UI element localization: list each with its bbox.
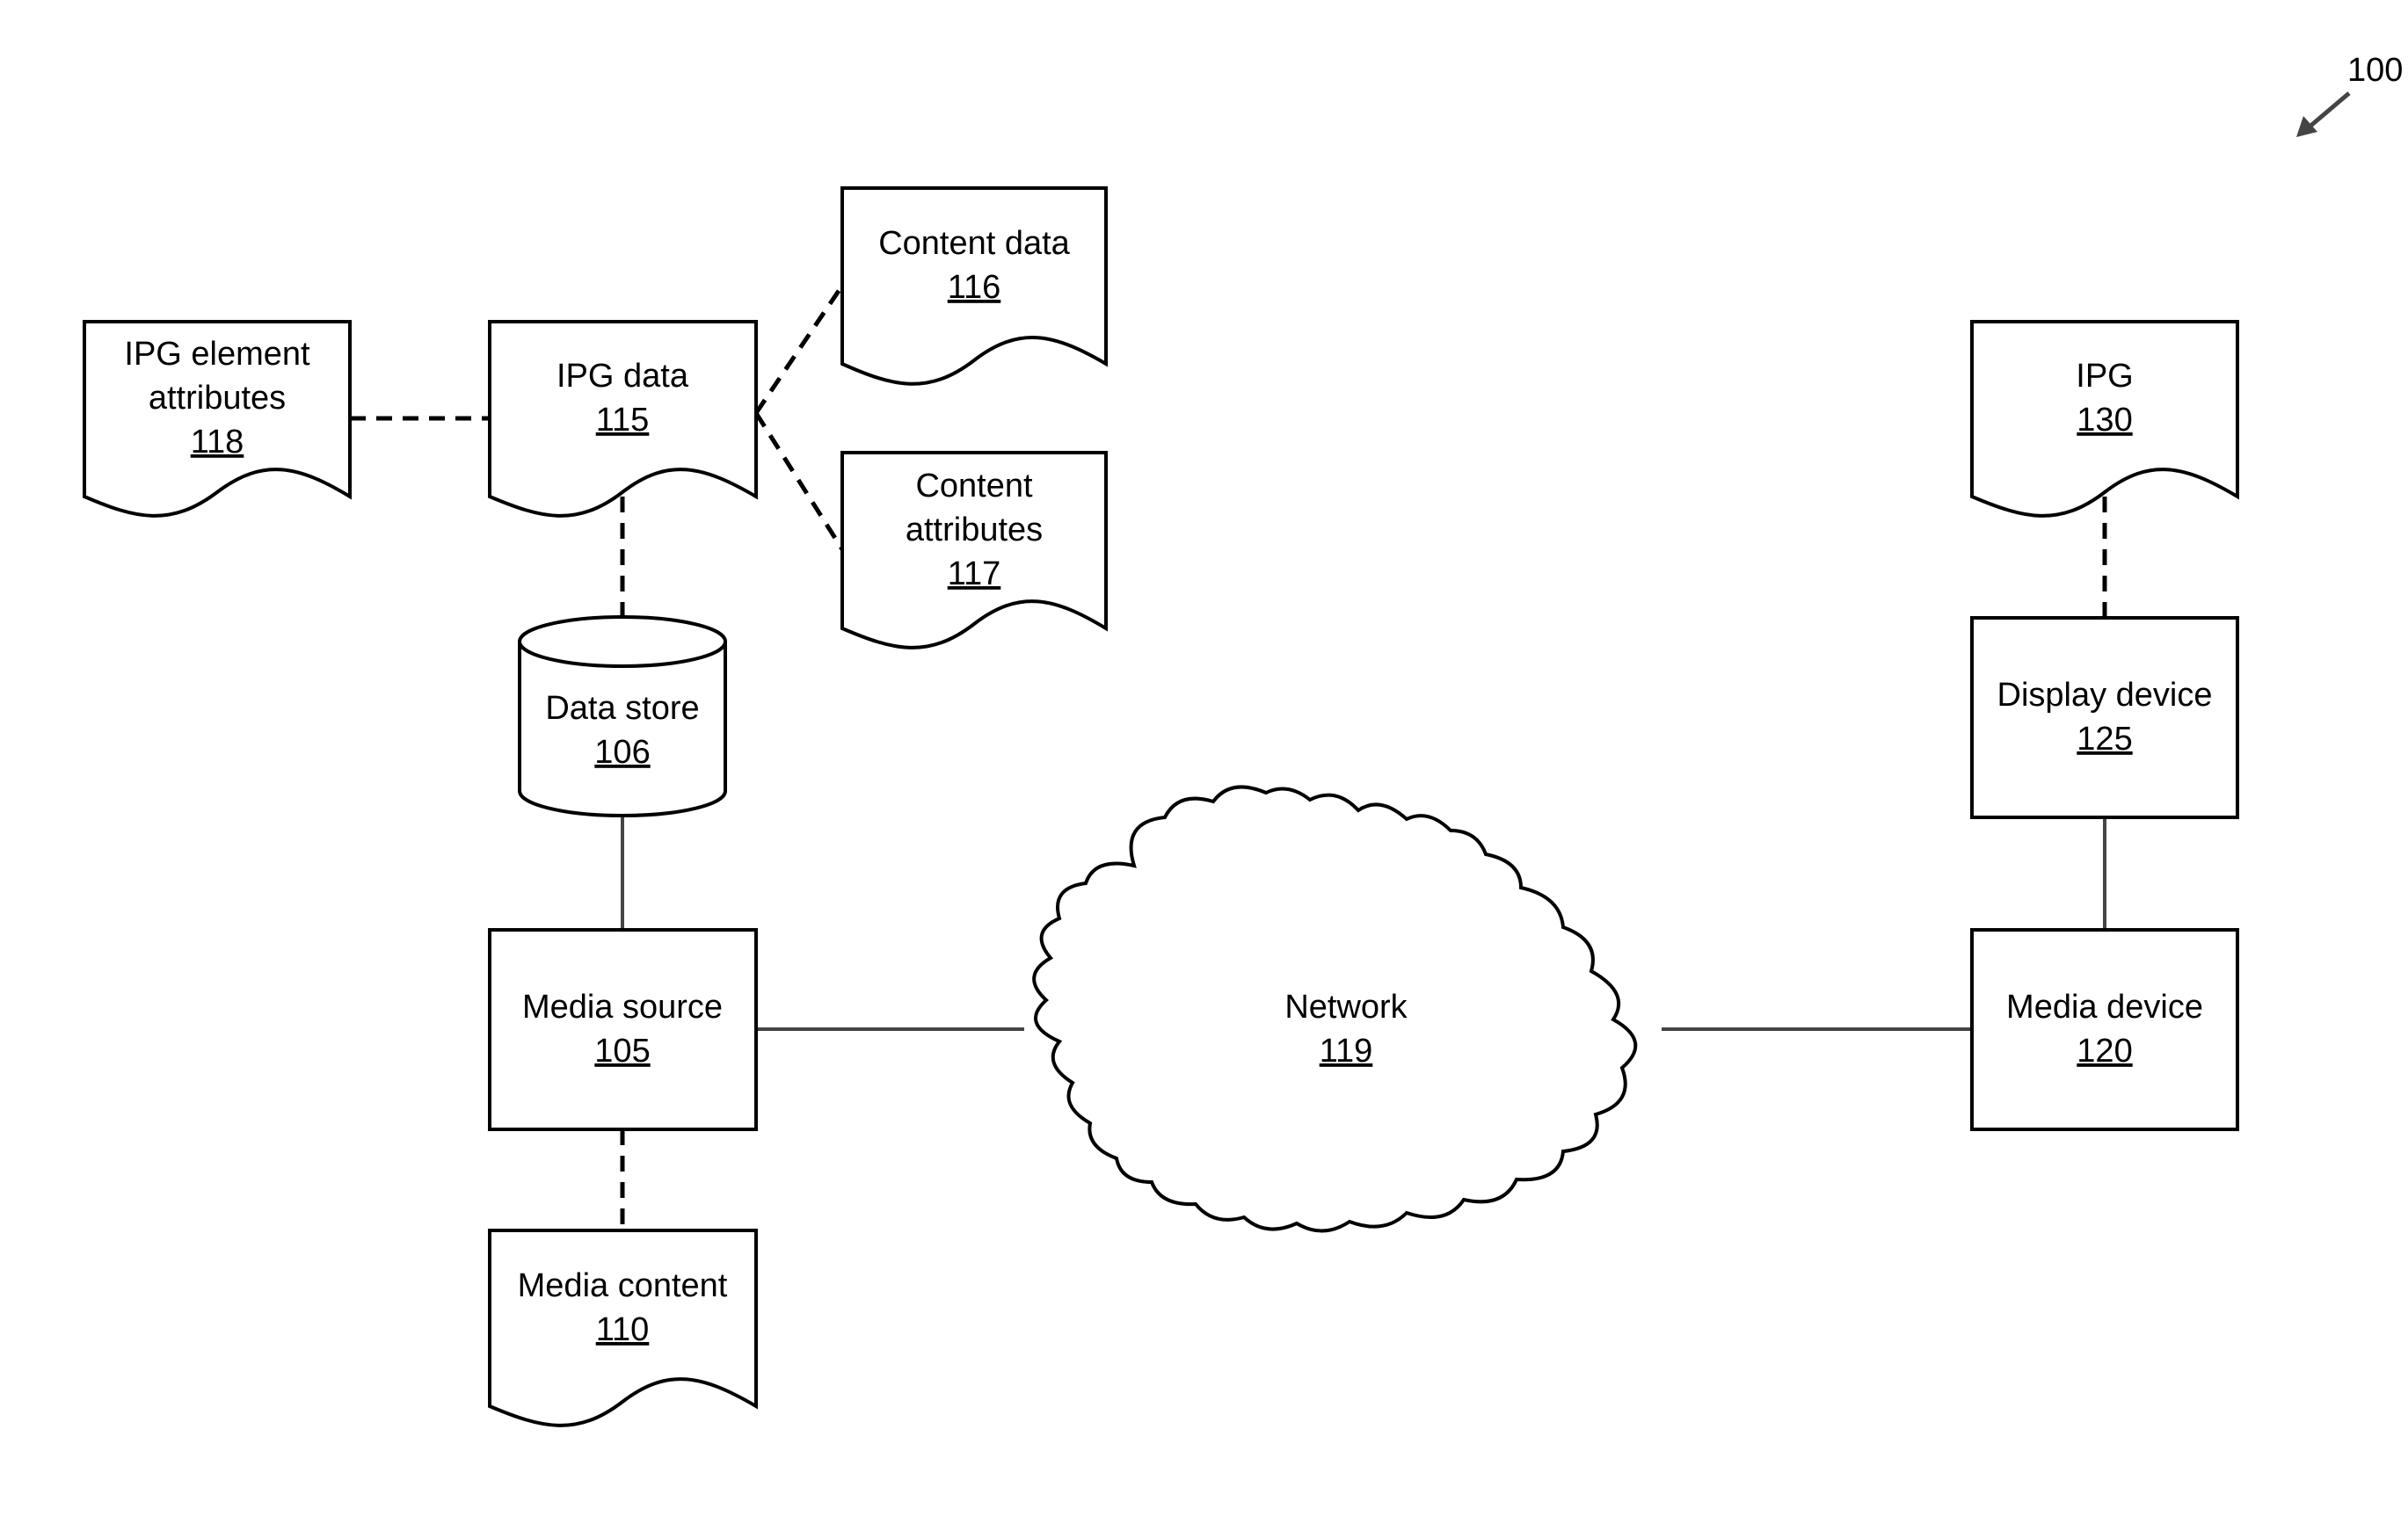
connector-115-117 bbox=[756, 413, 842, 549]
cylinder-data-store: Data store 106 bbox=[520, 617, 725, 816]
ref-num-115: 115 bbox=[596, 402, 650, 439]
ref-num-116: 116 bbox=[948, 269, 1001, 306]
ref-num-125: 125 bbox=[2077, 721, 2132, 758]
label-ipg-element-attributes-line2: attributes bbox=[149, 380, 286, 417]
figure-arrow-head bbox=[2296, 116, 2317, 137]
ref-num-120: 120 bbox=[2077, 1033, 2132, 1070]
figure-number: 100 bbox=[2347, 52, 2403, 89]
connector-115-116 bbox=[756, 286, 842, 413]
document-ipg-data: IPG data 115 bbox=[490, 322, 756, 516]
document-media-content: Media content 110 bbox=[490, 1230, 756, 1426]
document-content-attributes: Content attributes 117 bbox=[842, 453, 1106, 648]
box-display-device: Display device 125 bbox=[1972, 618, 2237, 817]
ref-num-119: 119 bbox=[1320, 1033, 1373, 1070]
document-ipg: IPG 130 bbox=[1972, 322, 2237, 516]
document-content-data: Content data 116 bbox=[842, 188, 1106, 384]
label-content-attributes-line1: Content bbox=[915, 468, 1033, 504]
ref-num-105: 105 bbox=[594, 1033, 650, 1070]
label-display-device: Display device bbox=[1997, 677, 2213, 714]
label-ipg-element-attributes-line1: IPG element bbox=[124, 336, 310, 373]
label-data-store: Data store bbox=[545, 690, 699, 727]
box-media-source: Media source 105 bbox=[490, 930, 756, 1129]
ref-num-117: 117 bbox=[948, 555, 1001, 592]
label-content-data: Content data bbox=[878, 225, 1070, 262]
label-content-attributes-line2: attributes bbox=[906, 512, 1043, 548]
ref-num-118: 118 bbox=[191, 424, 244, 461]
label-ipg-data: IPG data bbox=[557, 358, 689, 395]
label-media-device: Media device bbox=[2006, 989, 2203, 1026]
ref-num-110: 110 bbox=[596, 1311, 650, 1348]
cloud-network: Network 119 bbox=[1034, 787, 1635, 1230]
box-media-device: Media device 120 bbox=[1972, 930, 2237, 1129]
figure-reference: 100 bbox=[2296, 52, 2403, 137]
label-network: Network bbox=[1284, 989, 1408, 1026]
ref-num-130: 130 bbox=[2077, 402, 2132, 439]
figure-arrow-line bbox=[2309, 93, 2349, 127]
label-media-content: Media content bbox=[518, 1267, 728, 1304]
label-media-source: Media source bbox=[522, 989, 723, 1026]
label-ipg: IPG bbox=[2076, 358, 2133, 395]
document-ipg-element-attributes: IPG element attributes 118 bbox=[84, 322, 350, 516]
ref-num-106: 106 bbox=[594, 734, 650, 771]
